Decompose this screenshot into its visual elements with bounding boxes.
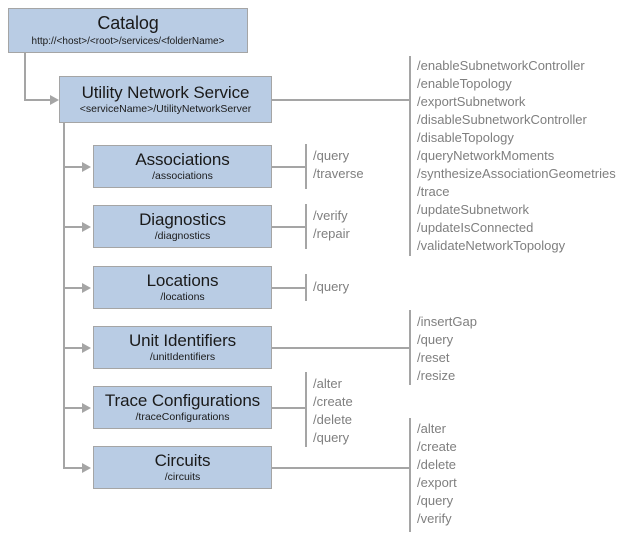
operation-item: /delete (313, 412, 353, 427)
node-utility-network-service[interactable]: Utility Network Service <serviceName>/Ut… (59, 76, 272, 123)
connector-locations-to-operations (272, 287, 306, 289)
node-associations-path: /associations (152, 170, 213, 183)
connector-catalog-to-service (24, 99, 52, 101)
operation-item: /resize (417, 368, 456, 383)
tickbar-unit-identifiers-operations (409, 310, 411, 385)
arrow-branch-unit-identifiers (82, 343, 91, 353)
connector-unit-identifiers-to-operations (272, 347, 410, 349)
node-locations-path: /locations (160, 291, 205, 304)
operation-item: /verify (417, 511, 452, 526)
operation-item: /synthesizeAssociationGeometries (417, 166, 616, 181)
arrow-branch-trace-configurations (82, 403, 91, 413)
connector-catalog-down (24, 53, 26, 101)
operation-item: /export (417, 475, 457, 490)
operation-item: /alter (417, 421, 446, 436)
connector-associations-to-operations (272, 166, 306, 168)
connector-diagnostics-to-operations (272, 226, 306, 228)
operation-item: /enableSubnetworkController (417, 58, 585, 73)
operation-item: /traverse (313, 166, 364, 181)
node-circuits-path: /circuits (164, 471, 201, 484)
arrow-catalog-to-service (50, 95, 59, 105)
node-catalog-title: Catalog (97, 12, 159, 33)
operation-item: /updateIsConnected (417, 220, 534, 235)
operation-item: /validateNetworkTopology (417, 238, 566, 253)
operation-item: /query (417, 493, 454, 508)
operation-item: /alter (313, 376, 342, 391)
operation-item: /updateSubnetwork (417, 202, 530, 217)
operation-item: /queryNetworkMoments (417, 148, 555, 163)
node-circuits[interactable]: Circuits /circuits (93, 446, 272, 489)
connector-branch-trace-configurations (63, 407, 84, 409)
arrow-branch-circuits (82, 463, 91, 473)
operation-item: /trace (417, 184, 450, 199)
node-diagnostics[interactable]: Diagnostics /diagnostics (93, 205, 272, 248)
operations-trace-configurations: /alter /create /delete /query (313, 375, 353, 447)
operations-service: /enableSubnetworkController /enableTopol… (417, 57, 616, 255)
connector-branch-associations (63, 166, 84, 168)
operation-item: /exportSubnetwork (417, 94, 526, 109)
node-trace-configurations-path: /traceConfigurations (135, 411, 230, 424)
operation-item: /verify (313, 208, 348, 223)
tickbar-trace-configurations-operations (305, 372, 307, 447)
arrow-branch-diagnostics (82, 222, 91, 232)
operations-diagnostics: /verify /repair (313, 207, 350, 243)
operation-item: /reset (417, 350, 450, 365)
node-diagnostics-path: /diagnostics (154, 230, 211, 243)
node-associations[interactable]: Associations /associations (93, 145, 272, 188)
connector-circuits-to-operations (272, 467, 410, 469)
operation-item: /create (417, 439, 457, 454)
node-utility-network-service-title: Utility Network Service (81, 82, 250, 102)
node-unit-identifiers-path: /unitIdentifiers (149, 351, 216, 364)
connector-branch-locations (63, 287, 84, 289)
tickbar-diagnostics-operations (305, 204, 307, 249)
node-locations[interactable]: Locations /locations (93, 266, 272, 309)
connector-trace-configurations-to-operations (272, 407, 306, 409)
operation-item: /repair (313, 226, 350, 241)
operation-item: /create (313, 394, 353, 409)
operation-item: /query (313, 148, 350, 163)
arrow-branch-locations (82, 283, 91, 293)
node-locations-title: Locations (146, 270, 219, 290)
operation-item: /delete (417, 457, 457, 472)
tickbar-circuits-operations (409, 418, 411, 532)
arrow-branch-associations (82, 162, 91, 172)
operation-item: /query (313, 279, 350, 294)
operation-item: /insertGap (417, 314, 477, 329)
operations-associations: /query /traverse (313, 147, 364, 183)
node-catalog[interactable]: Catalog http://<host>/<root>/services/<f… (8, 8, 248, 53)
node-unit-identifiers-title: Unit Identifiers (128, 330, 237, 350)
tickbar-associations-operations (305, 144, 307, 189)
node-utility-network-service-path: <serviceName>/UtilityNetworkServer (79, 103, 252, 116)
operation-item: /enableTopology (417, 76, 512, 91)
tickbar-service-operations (409, 56, 411, 256)
node-catalog-path: http://<host>/<root>/services/<folderNam… (31, 35, 225, 47)
operation-item: /disableTopology (417, 130, 514, 145)
node-trace-configurations-title: Trace Configurations (104, 390, 261, 410)
operation-item: /disableSubnetworkController (417, 112, 587, 127)
node-unit-identifiers[interactable]: Unit Identifiers /unitIdentifiers (93, 326, 272, 369)
operations-circuits: /alter /create /delete /export /query /v… (417, 420, 457, 528)
connector-branch-circuits (63, 467, 84, 469)
operations-unit-identifiers: /insertGap /query /reset /resize (417, 313, 477, 385)
operations-locations: /query (313, 278, 349, 296)
operation-item: /query (417, 332, 454, 347)
node-associations-title: Associations (135, 149, 230, 169)
tickbar-locations-operations (305, 274, 307, 301)
node-circuits-title: Circuits (154, 450, 211, 470)
connector-service-trunk (63, 123, 65, 468)
connector-service-to-operations (272, 99, 410, 101)
node-diagnostics-title: Diagnostics (139, 209, 226, 229)
connector-branch-unit-identifiers (63, 347, 84, 349)
node-trace-configurations[interactable]: Trace Configurations /traceConfiguration… (93, 386, 272, 429)
operation-item: /query (313, 430, 350, 445)
connector-branch-diagnostics (63, 226, 84, 228)
